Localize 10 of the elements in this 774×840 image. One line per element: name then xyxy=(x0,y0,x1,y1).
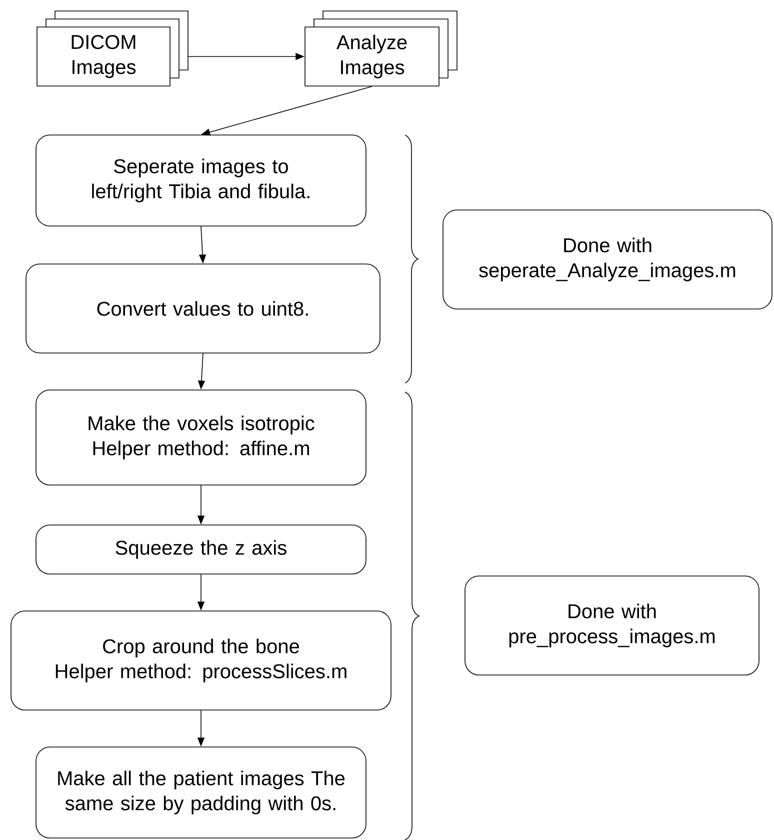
process-box: Make all the patient images The same size by padding with 0s. xyxy=(36,746,366,838)
process-box: Crop around the bone Helper method: processSlices.m xyxy=(10,610,392,710)
stacked-document-box: DICOM Images xyxy=(36,10,188,86)
process-box: Done with seperate_Analyze_images.m xyxy=(442,210,772,310)
stacked-document-box: Analyze Images xyxy=(304,10,458,86)
process-box: Done with pre_process_images.m xyxy=(464,576,760,676)
process-box: Make the voxels isotropic Helper method: affine.m xyxy=(36,390,366,486)
process-box: Seperate images to left/right Tibia and fibula. xyxy=(36,134,366,226)
process-box: Convert values to uint8. xyxy=(26,264,380,354)
process-box: Squeeze the z axis xyxy=(36,524,366,574)
